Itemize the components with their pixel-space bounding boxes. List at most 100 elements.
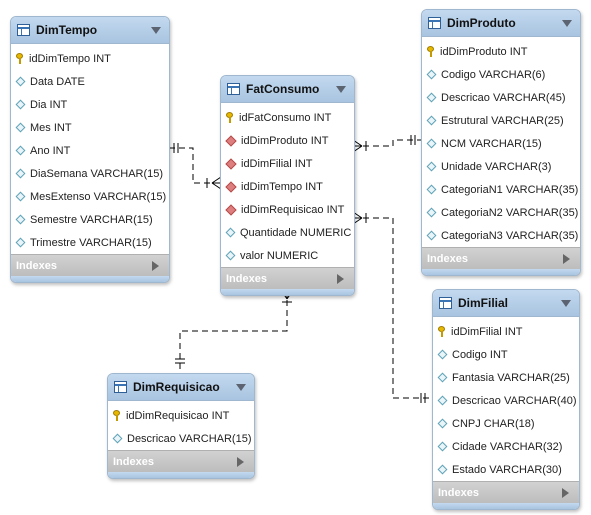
column-row[interactable]: Codigo INT (433, 343, 579, 366)
column-row[interactable]: Cidade VARCHAR(32) (433, 435, 579, 458)
column-row[interactable]: Data DATE (11, 70, 169, 93)
primary-key-icon (427, 46, 434, 57)
column-row[interactable]: Estado VARCHAR(30) (433, 458, 579, 481)
table-dimtempo[interactable]: DimTempo idDimTempo INT Data DATE Dia IN… (10, 16, 170, 283)
column-row[interactable]: CategoriaN2 VARCHAR(35) (422, 201, 580, 224)
column-list: idDimFilial INT Codigo INT Fantasia VARC… (433, 317, 579, 481)
column-label: Estrutural VARCHAR(25) (441, 114, 564, 127)
foreign-key-icon (225, 180, 237, 193)
primary-key-icon (16, 53, 23, 64)
column-list: idDimTempo INT Data DATE Dia INT Mes INT… (11, 44, 169, 254)
expand-arrow-icon[interactable] (337, 273, 344, 284)
table-icon (17, 24, 30, 36)
table-footer-bar (422, 269, 580, 275)
collapse-arrow-icon[interactable] (561, 299, 571, 307)
column-label: valor NUMERIC (240, 249, 319, 262)
column-row[interactable]: idDimProduto INT (422, 40, 580, 63)
indexes-section[interactable]: Indexes (108, 450, 254, 472)
column-row[interactable]: DiaSemana VARCHAR(15) (11, 162, 169, 185)
column-diamond-icon (437, 464, 448, 475)
column-label: Descricao VARCHAR(15) (127, 432, 252, 445)
collapse-arrow-icon[interactable] (336, 85, 346, 93)
foreign-key-icon (225, 134, 237, 147)
relation-tempo-line (169, 147, 221, 184)
table-header[interactable]: FatConsumo (221, 76, 354, 103)
column-row[interactable]: idFatConsumo INT (221, 106, 354, 129)
column-diamond-icon (426, 207, 437, 218)
column-row[interactable]: idDimRequisicao INT (108, 404, 254, 427)
indexes-section[interactable]: Indexes (422, 247, 580, 269)
indexes-section[interactable]: Indexes (11, 254, 169, 276)
column-row[interactable]: Trimestre VARCHAR(15) (11, 231, 169, 254)
column-row[interactable]: Descricao VARCHAR(45) (422, 86, 580, 109)
column-label: idFatConsumo INT (239, 111, 332, 124)
relation-filial-line (353, 217, 433, 399)
column-row[interactable]: Ano INT (11, 139, 169, 162)
foreign-key-icon (225, 203, 237, 216)
column-label: Cidade VARCHAR(32) (452, 440, 563, 453)
column-diamond-icon (15, 168, 26, 179)
column-diamond-icon (225, 227, 236, 238)
relation-produto-one-marker (410, 135, 416, 145)
column-row[interactable]: valor NUMERIC (221, 244, 354, 267)
table-fatconsumo[interactable]: FatConsumo idFatConsumo INT idDimProduto… (220, 75, 355, 296)
column-row[interactable]: Semestre VARCHAR(15) (11, 208, 169, 231)
column-row[interactable]: Dia INT (11, 93, 169, 116)
column-row[interactable]: idDimTempo INT (11, 47, 169, 70)
column-row[interactable]: Unidade VARCHAR(3) (422, 155, 580, 178)
column-diamond-icon (437, 418, 448, 429)
column-label: Data DATE (30, 75, 85, 88)
column-row[interactable]: idDimFilial INT (221, 152, 354, 175)
expand-arrow-icon[interactable] (563, 253, 570, 264)
column-row[interactable]: idDimFilial INT (433, 320, 579, 343)
table-dimrequisicao[interactable]: DimRequisicao idDimRequisicao INT Descri… (107, 373, 255, 479)
column-diamond-icon (15, 76, 26, 87)
column-row[interactable]: Descricao VARCHAR(40) (433, 389, 579, 412)
table-icon (227, 83, 240, 95)
column-label: idDimRequisicao INT (126, 409, 230, 422)
column-diamond-icon (437, 395, 448, 406)
column-row[interactable]: idDimTempo INT (221, 175, 354, 198)
column-label: MesExtenso VARCHAR(15) (30, 190, 167, 203)
collapse-arrow-icon[interactable] (236, 383, 246, 391)
column-row[interactable]: Mes INT (11, 116, 169, 139)
column-row[interactable]: CategoriaN3 VARCHAR(35) (422, 224, 580, 247)
indexes-label: Indexes (438, 486, 479, 499)
column-row[interactable]: Estrutural VARCHAR(25) (422, 109, 580, 132)
indexes-section[interactable]: Indexes (221, 267, 354, 289)
collapse-arrow-icon[interactable] (151, 26, 161, 34)
table-header[interactable]: DimFilial (433, 290, 579, 317)
column-row[interactable]: Fantasia VARCHAR(25) (433, 366, 579, 389)
column-row[interactable]: idDimRequisicao INT (221, 198, 354, 221)
column-diamond-icon (15, 191, 26, 202)
column-row[interactable]: NCM VARCHAR(15) (422, 132, 580, 155)
table-dimproduto[interactable]: DimProduto idDimProduto INT Codigo VARCH… (421, 9, 581, 276)
collapse-arrow-icon[interactable] (562, 19, 572, 27)
column-label: idDimProduto INT (241, 134, 329, 147)
column-row[interactable]: idDimProduto INT (221, 129, 354, 152)
expand-arrow-icon[interactable] (152, 260, 159, 271)
indexes-section[interactable]: Indexes (433, 481, 579, 503)
column-list: idFatConsumo INT idDimProduto INT idDimF… (221, 103, 354, 267)
column-label: Dia INT (30, 98, 68, 111)
column-label: Ano INT (30, 144, 71, 157)
column-diamond-icon (15, 145, 26, 156)
column-row[interactable]: Descricao VARCHAR(15) (108, 427, 254, 450)
primary-key-icon (113, 410, 120, 421)
expand-arrow-icon[interactable] (562, 487, 569, 498)
relation-tempo-many-marker (206, 176, 222, 190)
expand-arrow-icon[interactable] (237, 456, 244, 467)
column-label: Descricao VARCHAR(40) (452, 394, 577, 407)
table-dimfilial[interactable]: DimFilial idDimFilial INT Codigo INT Fan… (432, 289, 580, 510)
table-header[interactable]: DimTempo (11, 17, 169, 44)
indexes-label: Indexes (226, 272, 267, 285)
column-row[interactable]: CNPJ CHAR(18) (433, 412, 579, 435)
column-row[interactable]: Codigo VARCHAR(6) (422, 63, 580, 86)
column-row[interactable]: CategoriaN1 VARCHAR(35) (422, 178, 580, 201)
column-row[interactable]: Quantidade NUMERIC (221, 221, 354, 244)
table-header[interactable]: DimRequisicao (108, 374, 254, 401)
column-diamond-icon (437, 441, 448, 452)
table-header[interactable]: DimProduto (422, 10, 580, 37)
column-row[interactable]: MesExtenso VARCHAR(15) (11, 185, 169, 208)
